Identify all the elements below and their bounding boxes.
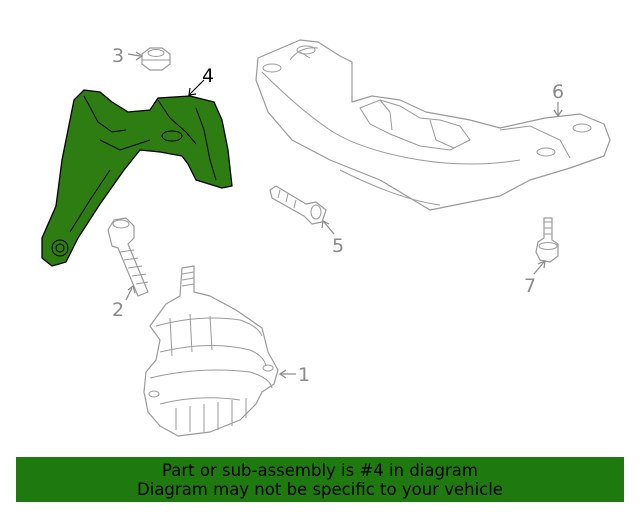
leader-arrow-5 [321,220,330,229]
callout-6: 6 [552,81,564,103]
leader-line-7 [533,261,545,275]
callout-3: 3 [112,45,124,67]
callout-labels: 3 4 6 5 7 2 1 [112,45,564,386]
leader-arrow-6 [553,109,563,118]
mount-bracket-part-4[interactable] [41,89,233,267]
callout-4: 4 [202,65,214,87]
bolt-part-7[interactable] [535,217,559,263]
leader-arrow-1 [278,369,287,379]
leader-arrow-4 [188,87,197,96]
leader-arrow-2 [127,284,136,294]
banner-line-disclaimer: Diagram may not be specific to your vehi… [137,480,503,499]
crossmember-part-6[interactable] [255,39,611,211]
bolt-part-2[interactable] [107,217,149,297]
info-banner: Part or sub-assembly is #4 in diagram Di… [16,457,624,502]
callout-5: 5 [332,235,344,257]
callout-7: 7 [524,275,536,297]
parts-diagram: 3 4 6 5 7 2 1 [41,39,611,437]
banner-line-part: Part or sub-assembly is #4 in diagram [162,461,478,480]
leader-arrow-7 [537,260,546,269]
leader-lines [125,51,563,379]
engine-mount-part-1[interactable] [143,265,279,437]
leader-line-2 [125,287,133,301]
leader-line-5 [323,221,335,235]
leader-line-4 [189,79,205,95]
leader-line-3 [127,53,141,57]
callout-2: 2 [112,299,124,321]
nut-part-3[interactable] [141,47,171,71]
leader-arrow-3 [135,51,144,61]
callout-1: 1 [298,364,310,386]
bolt-part-5[interactable] [269,185,327,225]
